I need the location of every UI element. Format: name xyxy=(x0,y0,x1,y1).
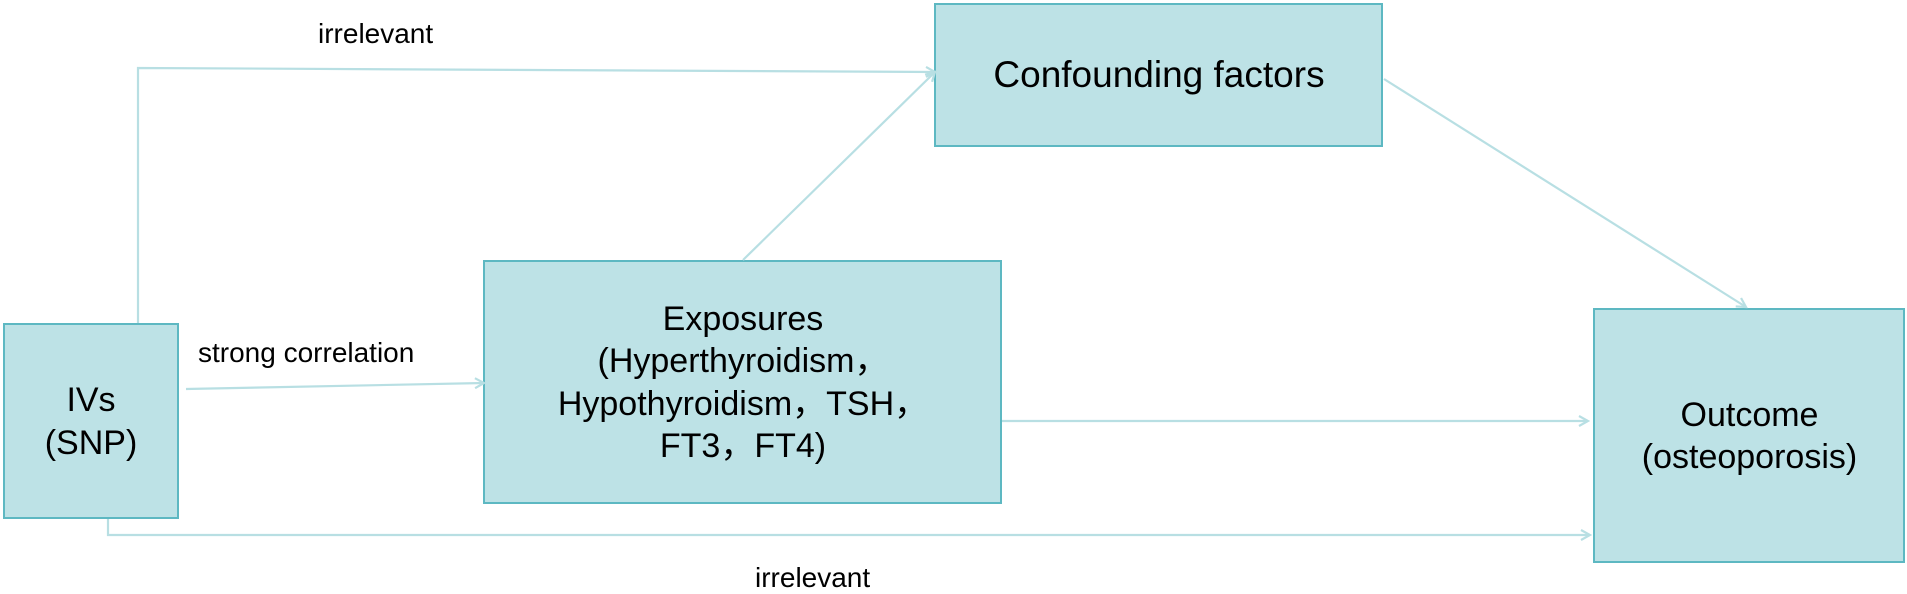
outcome-box-shape xyxy=(1593,308,1905,563)
arrow-confounding-to-outcome xyxy=(1383,78,1746,307)
exposures-detail-line-3: FT3，FT4) xyxy=(659,427,827,465)
edge-label-irrelevant-top: irrelevant xyxy=(318,18,434,49)
confounding-box-shape xyxy=(934,3,1383,147)
ivs-label: IVs xyxy=(66,381,116,419)
outcome-box: Outcome (osteoporosis) xyxy=(1594,309,1905,563)
edge-label-strong-correlation: strong correlation xyxy=(198,337,415,368)
arrow-ivs-to-exposures xyxy=(185,383,484,391)
exposures-label: Exposures xyxy=(662,299,824,338)
ivs-box: IVs (SNP) xyxy=(3,324,179,519)
ivs-sublabel: (SNP) xyxy=(44,423,138,462)
arrow-ivs-to-outcome xyxy=(106,519,1590,535)
edge-label-irrelevant-bottom: irrelevant xyxy=(755,562,871,593)
confounding-factors-box: Confounding factors xyxy=(935,4,1383,147)
outcome-sublabel: (osteoporosis) xyxy=(1641,438,1858,476)
outcome-label: Outcome xyxy=(1680,395,1819,434)
exposures-box: Exposures (Hyperthyroidism， Hypothyroidi… xyxy=(484,261,1002,504)
confounding-factors-label: Confounding factors xyxy=(993,54,1325,96)
exposures-box-shape xyxy=(483,260,1002,504)
arrow-exposures-to-confounding xyxy=(742,72,935,261)
exposures-detail-line-2: Hypothyroidism，TSH， xyxy=(557,384,929,423)
exposures-detail-line-1: (Hyperthyroidism， xyxy=(597,342,889,380)
arrow-ivs-to-confounding xyxy=(136,68,935,323)
ivs-box-shape xyxy=(3,323,179,519)
